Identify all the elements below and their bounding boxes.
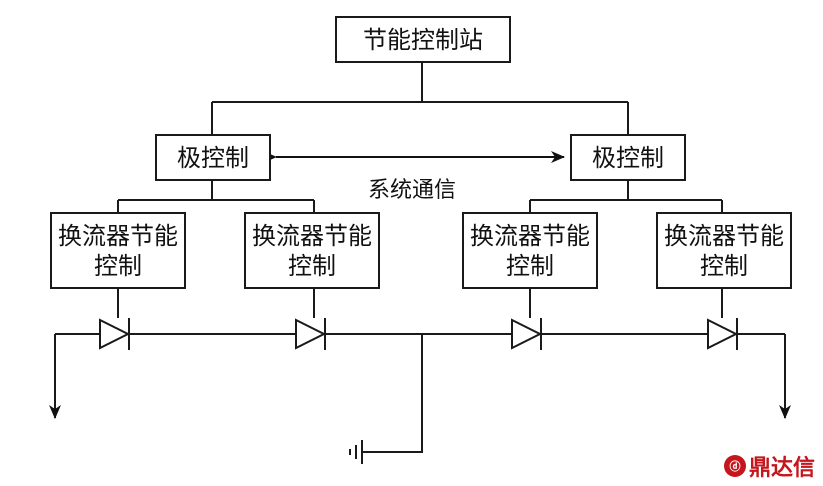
- converter-control-2-line2: 控制: [288, 251, 336, 280]
- converter-control-box-1: 换流器节能 控制: [50, 212, 186, 289]
- converter-control-3-line1: 换流器节能: [470, 221, 590, 250]
- energy-control-station-box: 节能控制站: [335, 16, 511, 63]
- left-pole-control-label: 极控制: [177, 143, 249, 172]
- converter-control-4-line2: 控制: [700, 251, 748, 280]
- watermark-logo: ⓓ 鼎达信: [723, 450, 815, 482]
- converter-control-4-line1: 换流器节能: [664, 221, 784, 250]
- converter-control-box-2: 换流器节能 控制: [244, 212, 380, 289]
- watermark-seal-icon: ⓓ: [723, 455, 746, 477]
- energy-control-station-label: 节能控制站: [363, 25, 483, 54]
- diode-3-icon: [511, 318, 543, 350]
- converter-control-2-line1: 换流器节能: [252, 221, 372, 250]
- system-communication-label: 系统通信: [368, 178, 457, 203]
- diode-4-icon: [707, 318, 739, 350]
- diode-1-icon: [99, 318, 131, 350]
- converter-control-box-3: 换流器节能 控制: [462, 212, 598, 289]
- converter-control-3-line2: 控制: [506, 251, 554, 280]
- left-pole-control-box: 极控制: [155, 134, 271, 181]
- ground-icon: [349, 440, 363, 464]
- right-pole-control-label: 极控制: [592, 143, 664, 172]
- converter-control-1-line1: 换流器节能: [58, 221, 178, 250]
- diode-2-icon: [295, 318, 327, 350]
- converter-control-box-4: 换流器节能 控制: [656, 212, 792, 289]
- ground-lead: [362, 334, 423, 453]
- right-pole-control-box: 极控制: [570, 134, 686, 181]
- watermark-text: 鼎达信: [748, 456, 815, 481]
- converter-control-1-line2: 控制: [94, 251, 142, 280]
